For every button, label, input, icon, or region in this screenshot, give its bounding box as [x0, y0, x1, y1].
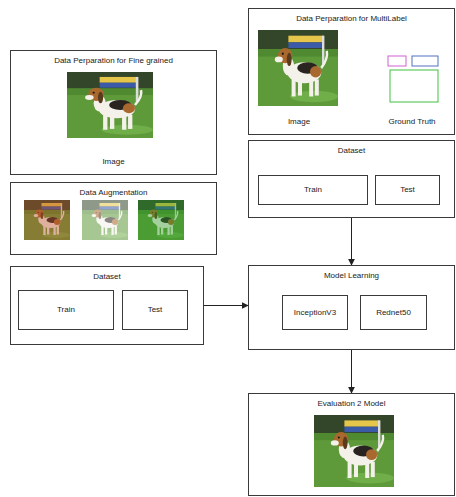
panel-title: Dataset [249, 146, 454, 156]
stage-panel: DatasetTrain Test [248, 140, 455, 218]
stage-panel: Data Augmentation [10, 182, 217, 255]
panel-title: Model Learning [249, 271, 454, 281]
inner-box: Test [122, 290, 188, 330]
stage-panel: Model LearningInceptionV3 Rednet50 [248, 265, 455, 350]
flow-arrow [351, 218, 352, 265]
stage-panel: DatasetTrain Test [10, 266, 204, 345]
box-label: Train [304, 185, 322, 195]
panel-title: Data Augmentation [11, 188, 216, 198]
inner-box: Test [375, 175, 440, 205]
box-label: InceptionV3 [294, 308, 336, 318]
inner-box: InceptionV3 [282, 295, 348, 330]
panel-title: Data Perparation for MultiLabel [249, 14, 454, 24]
box-label: Image [259, 117, 339, 127]
panel-title: Dataset [11, 272, 203, 282]
inner-box: Rednet50 [360, 295, 427, 330]
stage-panel: Data Perparation for MultiLabelImage Grou… [248, 8, 455, 135]
flow-arrow [351, 350, 352, 393]
flow-arrow [204, 305, 248, 306]
box-label: Rednet50 [376, 308, 411, 318]
box-label: Image [11, 157, 216, 167]
box-label: Train [57, 305, 75, 315]
inner-box: Train [258, 175, 368, 205]
inner-box: Train [18, 290, 114, 330]
stage-panel: Data Perparation for Fine grainedImage [10, 50, 217, 175]
stage-panel: Evaluation 2 Model [248, 393, 455, 496]
panel-title: Data Perparation for Fine grained [11, 56, 216, 66]
box-label: Ground Truth [377, 117, 447, 127]
panel-title: Evaluation 2 Model [249, 399, 454, 409]
box-label: Test [400, 185, 415, 195]
box-label: Test [148, 305, 163, 315]
